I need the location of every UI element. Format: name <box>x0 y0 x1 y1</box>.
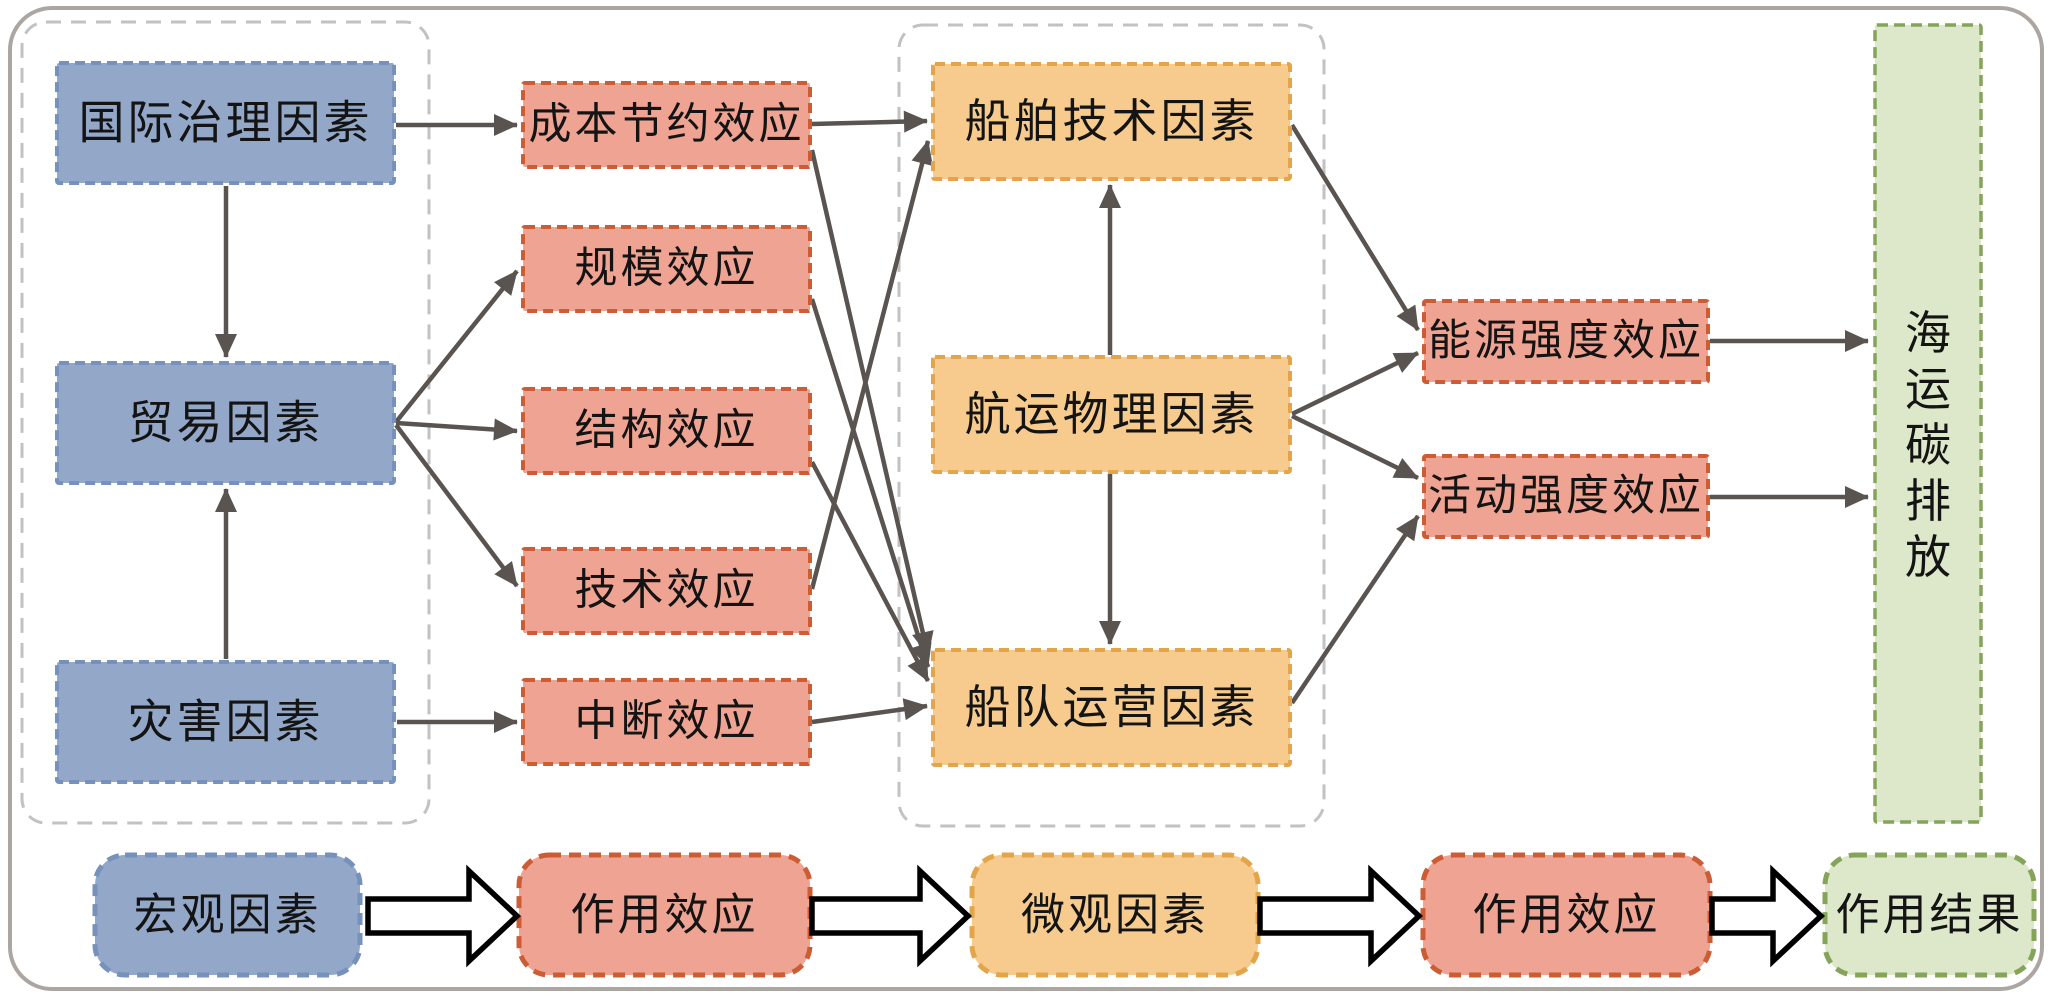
edge-scale-to-fleet-ops <box>809 298 932 668</box>
node-interruption-effect: 中断效应 <box>521 678 812 766</box>
emission-label-char: 放 <box>1905 532 1951 583</box>
edge-structure-to-fleet-ops <box>810 460 930 683</box>
flow-arrow-1-block-arrow-icon <box>365 864 522 968</box>
emission-label-char: 排 <box>1905 476 1951 527</box>
emission-result-box-box <box>1873 23 1983 824</box>
edge-cost-saving-to-ship-tech <box>811 110 928 133</box>
edge-ship-tech-to-energy-intensity <box>1290 123 1420 332</box>
node-structure-effect-label: 结构效应 <box>575 407 759 455</box>
flow-acting-effect-2-label: 作用效应 <box>1473 891 1661 940</box>
node-activity-intensity-effect-box <box>1422 454 1710 539</box>
flow-acting-result: 作用结果 <box>1822 852 2037 978</box>
node-trade-factor: 贸易因素 <box>55 361 396 485</box>
node-shipping-physical-label: 航运物理因素 <box>965 389 1259 440</box>
flow-arrow-3-block-arrow-icon <box>1257 864 1424 968</box>
node-energy-intensity-effect-box <box>1422 299 1710 384</box>
edge-cost-saving-to-fleet-ops <box>809 149 934 656</box>
node-ship-technology: 船舶技术因素 <box>931 62 1292 181</box>
flow-acting-effect-2: 作用效应 <box>1420 852 1713 978</box>
emission-label-char: 海 <box>1905 308 1951 359</box>
flow-micro-factors-label: 微观因素 <box>1021 891 1209 940</box>
node-activity-intensity-effect: 活动强度效应 <box>1422 454 1710 539</box>
edge-technology-to-ship-tech <box>809 140 933 590</box>
node-disaster-factor: 灾害因素 <box>55 660 396 784</box>
edge-trade-to-structure <box>395 418 518 441</box>
edge-trade-to-scale <box>394 269 519 424</box>
node-international-governance-label: 国际治理因素 <box>79 98 373 149</box>
node-international-governance-box <box>55 61 396 185</box>
node-shipping-physical: 航运物理因素 <box>931 355 1292 474</box>
emission-label-char: 运 <box>1905 364 1951 415</box>
edge-interruption-to-fleet-ops <box>811 698 928 725</box>
node-fleet-operation: 船队运营因素 <box>931 648 1292 767</box>
node-cost-saving-effect: 成本节约效应 <box>521 81 812 169</box>
flow-macro-factors: 宏观因素 <box>92 852 363 978</box>
node-scale-effect-label: 规模效应 <box>575 245 759 293</box>
node-trade-factor-box <box>55 361 396 485</box>
flow-acting-result-box <box>1822 852 2037 978</box>
node-ship-technology-label: 船舶技术因素 <box>965 96 1259 147</box>
node-interruption-effect-box <box>521 678 812 766</box>
node-trade-factor-label: 贸易因素 <box>128 398 324 449</box>
flow-macro-factors-box <box>92 852 363 978</box>
node-technology-effect-box <box>521 547 812 635</box>
edge-trade-to-technology <box>394 423 519 588</box>
node-international-governance: 国际治理因素 <box>55 61 396 185</box>
flow-acting-effect-1: 作用效应 <box>516 852 813 978</box>
node-energy-intensity-effect-label: 能源强度效应 <box>1428 317 1704 365</box>
flow-macro-factors-label: 宏观因素 <box>134 891 322 940</box>
node-fleet-operation-box <box>931 648 1292 767</box>
edge-physical-to-energy-intensity <box>1291 350 1419 417</box>
node-technology-effect-label: 技术效应 <box>575 567 759 615</box>
node-interruption-effect-label: 中断效应 <box>575 698 759 746</box>
edge-physical-to-activity-intensity <box>1291 413 1419 481</box>
node-cost-saving-effect-box <box>521 81 812 169</box>
micro-factors-group <box>897 23 1326 828</box>
flow-acting-result-label: 作用结果 <box>1836 891 2024 940</box>
node-cost-saving-effect-label: 成本节约效应 <box>529 101 805 149</box>
outer-frame <box>8 6 2044 991</box>
macro-factors-group <box>20 20 431 825</box>
node-ship-technology-box <box>931 62 1292 181</box>
flow-micro-factors: 微观因素 <box>969 852 1261 978</box>
node-fleet-operation-label: 船队运营因素 <box>965 682 1259 733</box>
node-shipping-physical-box <box>931 355 1292 474</box>
node-activity-intensity-effect-label: 活动强度效应 <box>1428 472 1704 520</box>
node-scale-effect-box <box>521 225 812 313</box>
node-structure-effect-box <box>521 387 812 475</box>
edge-fleet-ops-to-activity-intensity <box>1290 514 1420 705</box>
flow-arrow-4-block-arrow-icon <box>1709 864 1826 968</box>
emission-label-char: 碳 <box>1905 420 1951 471</box>
node-energy-intensity-effect: 能源强度效应 <box>1422 299 1710 384</box>
flow-acting-effect-1-label: 作用效应 <box>571 891 759 940</box>
node-scale-effect: 规模效应 <box>521 225 812 313</box>
node-disaster-factor-label: 灾害因素 <box>128 697 324 748</box>
node-disaster-factor-box <box>55 660 396 784</box>
flow-arrow-2-block-arrow-icon <box>809 864 973 968</box>
node-structure-effect: 结构效应 <box>521 387 812 475</box>
node-technology-effect: 技术效应 <box>521 547 812 635</box>
